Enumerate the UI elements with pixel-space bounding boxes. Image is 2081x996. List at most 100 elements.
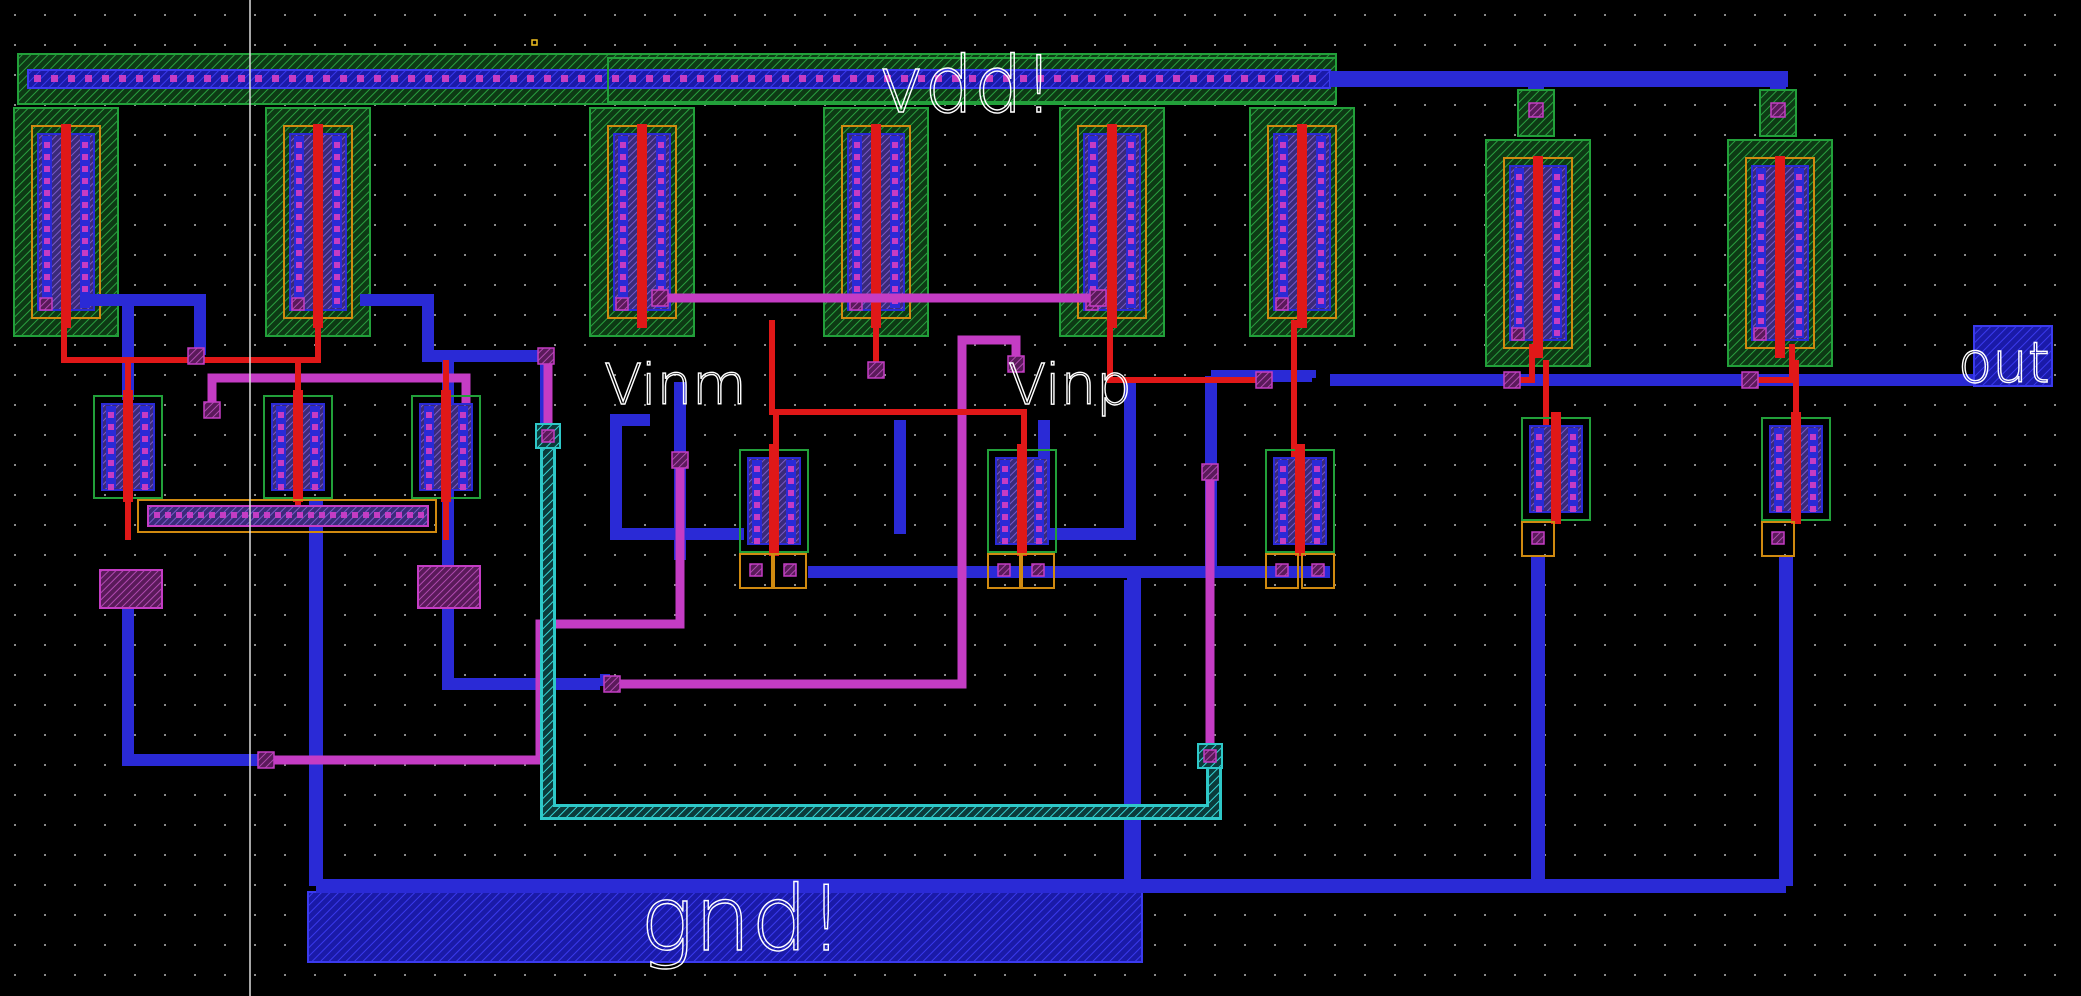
via-block-left[interactable] (99, 569, 163, 609)
vdd-contact (765, 75, 772, 82)
vdd-contact (561, 75, 568, 82)
vdd-contact (1156, 75, 1163, 82)
nmos-5[interactable] (987, 444, 1057, 556)
pmos-6[interactable] (1249, 107, 1355, 337)
vdd-contact (1190, 75, 1197, 82)
vdd-contact (901, 75, 908, 82)
diff-bar-contact (220, 512, 226, 518)
via (867, 361, 885, 379)
diff-bar-contact (396, 512, 402, 518)
vdd-contact (1139, 75, 1146, 82)
diff-bar-contact (418, 512, 424, 518)
diff-bar-contact (209, 512, 215, 518)
pmos-8[interactable] (1727, 139, 1833, 367)
pmos-row (13, 89, 1833, 367)
vdd-contact (884, 75, 891, 82)
vdd-contact (731, 75, 738, 82)
source-contact (773, 553, 807, 589)
vdd-contact (646, 75, 653, 82)
diff-bar-contact (352, 512, 358, 518)
vdd-contact (833, 75, 840, 82)
vdd-contact (374, 75, 381, 82)
diff-bar-contact (187, 512, 193, 518)
out-pin-box[interactable] (1973, 325, 2053, 387)
vdd-contact (1003, 75, 1010, 82)
vdd-contact (153, 75, 160, 82)
vdd-contact (1309, 75, 1316, 82)
diff-bar-contact (407, 512, 413, 518)
metal3-route[interactable] (540, 436, 1222, 820)
vdd-contact (612, 75, 619, 82)
vdd-contact (544, 75, 551, 82)
vdd-rail-contacts (34, 75, 1316, 82)
gnd-rail[interactable] (307, 500, 1793, 963)
source-contact (987, 553, 1021, 589)
vdd-contact (459, 75, 466, 82)
pmos-5[interactable] (1059, 107, 1165, 337)
vdd-contact (425, 75, 432, 82)
vdd-contact (867, 75, 874, 82)
vdd-contact (187, 75, 194, 82)
diff-bar-contact (363, 512, 369, 518)
diff-bar-contact (198, 512, 204, 518)
source-contact (1301, 553, 1335, 589)
vdd-contact (170, 75, 177, 82)
via (187, 347, 205, 365)
vdd-contact (1020, 75, 1027, 82)
vdd-contact (493, 75, 500, 82)
vdd-contact (527, 75, 534, 82)
via (1741, 371, 1759, 389)
vdd-contact (1122, 75, 1129, 82)
vdd-contact (799, 75, 806, 82)
nmos-row (93, 390, 1831, 589)
nmos-7[interactable] (1521, 412, 1591, 524)
via (537, 347, 555, 365)
vdd-contact (578, 75, 585, 82)
vdd-contact (782, 75, 789, 82)
via-block-right[interactable] (417, 565, 481, 609)
vdd-contact (1054, 75, 1061, 82)
nmos-2[interactable] (263, 390, 333, 502)
vdd-contact (306, 75, 313, 82)
vdd-contact (34, 75, 41, 82)
diff-bar-contact (385, 512, 391, 518)
vdd-contact (255, 75, 262, 82)
vdd-contact (1258, 75, 1265, 82)
via (603, 675, 621, 693)
nmos-3[interactable] (411, 390, 481, 502)
vdd-contact (918, 75, 925, 82)
vdd-contact (340, 75, 347, 82)
diff-bar-contact (330, 512, 336, 518)
diff-bar-contact (242, 512, 248, 518)
out-label: out (1958, 331, 2050, 396)
diff-bar-contact (286, 512, 292, 518)
diff-bar-contact (297, 512, 303, 518)
small-vias (187, 289, 1759, 769)
vdd-contact (238, 75, 245, 82)
vdd-contact (1071, 75, 1078, 82)
diff-bar-contact (308, 512, 314, 518)
nmos-8[interactable] (1761, 412, 1831, 524)
nmos-6[interactable] (1265, 444, 1335, 556)
diff-bar-contact (231, 512, 237, 518)
diff-bar-contact (176, 512, 182, 518)
vdd-contact (816, 75, 823, 82)
vinm-label: Vinm (604, 353, 747, 418)
vdd-contact (1207, 75, 1214, 82)
vdd-contact (986, 75, 993, 82)
vdd-contact (136, 75, 143, 82)
vdd-contact (119, 75, 126, 82)
pmos-7[interactable] (1485, 139, 1591, 367)
vdd-contact (663, 75, 670, 82)
vdd-contact (1292, 75, 1299, 82)
pmos-2[interactable] (265, 107, 371, 337)
source-contact (1521, 521, 1555, 557)
vdd-contact (408, 75, 415, 82)
nmos-4[interactable] (739, 444, 809, 556)
diff-bar-contact (374, 512, 380, 518)
pmos-4[interactable] (823, 107, 929, 337)
vdd-contact (1105, 75, 1112, 82)
vdd-rail[interactable] (17, 53, 1788, 110)
nmos-1[interactable] (93, 390, 163, 502)
